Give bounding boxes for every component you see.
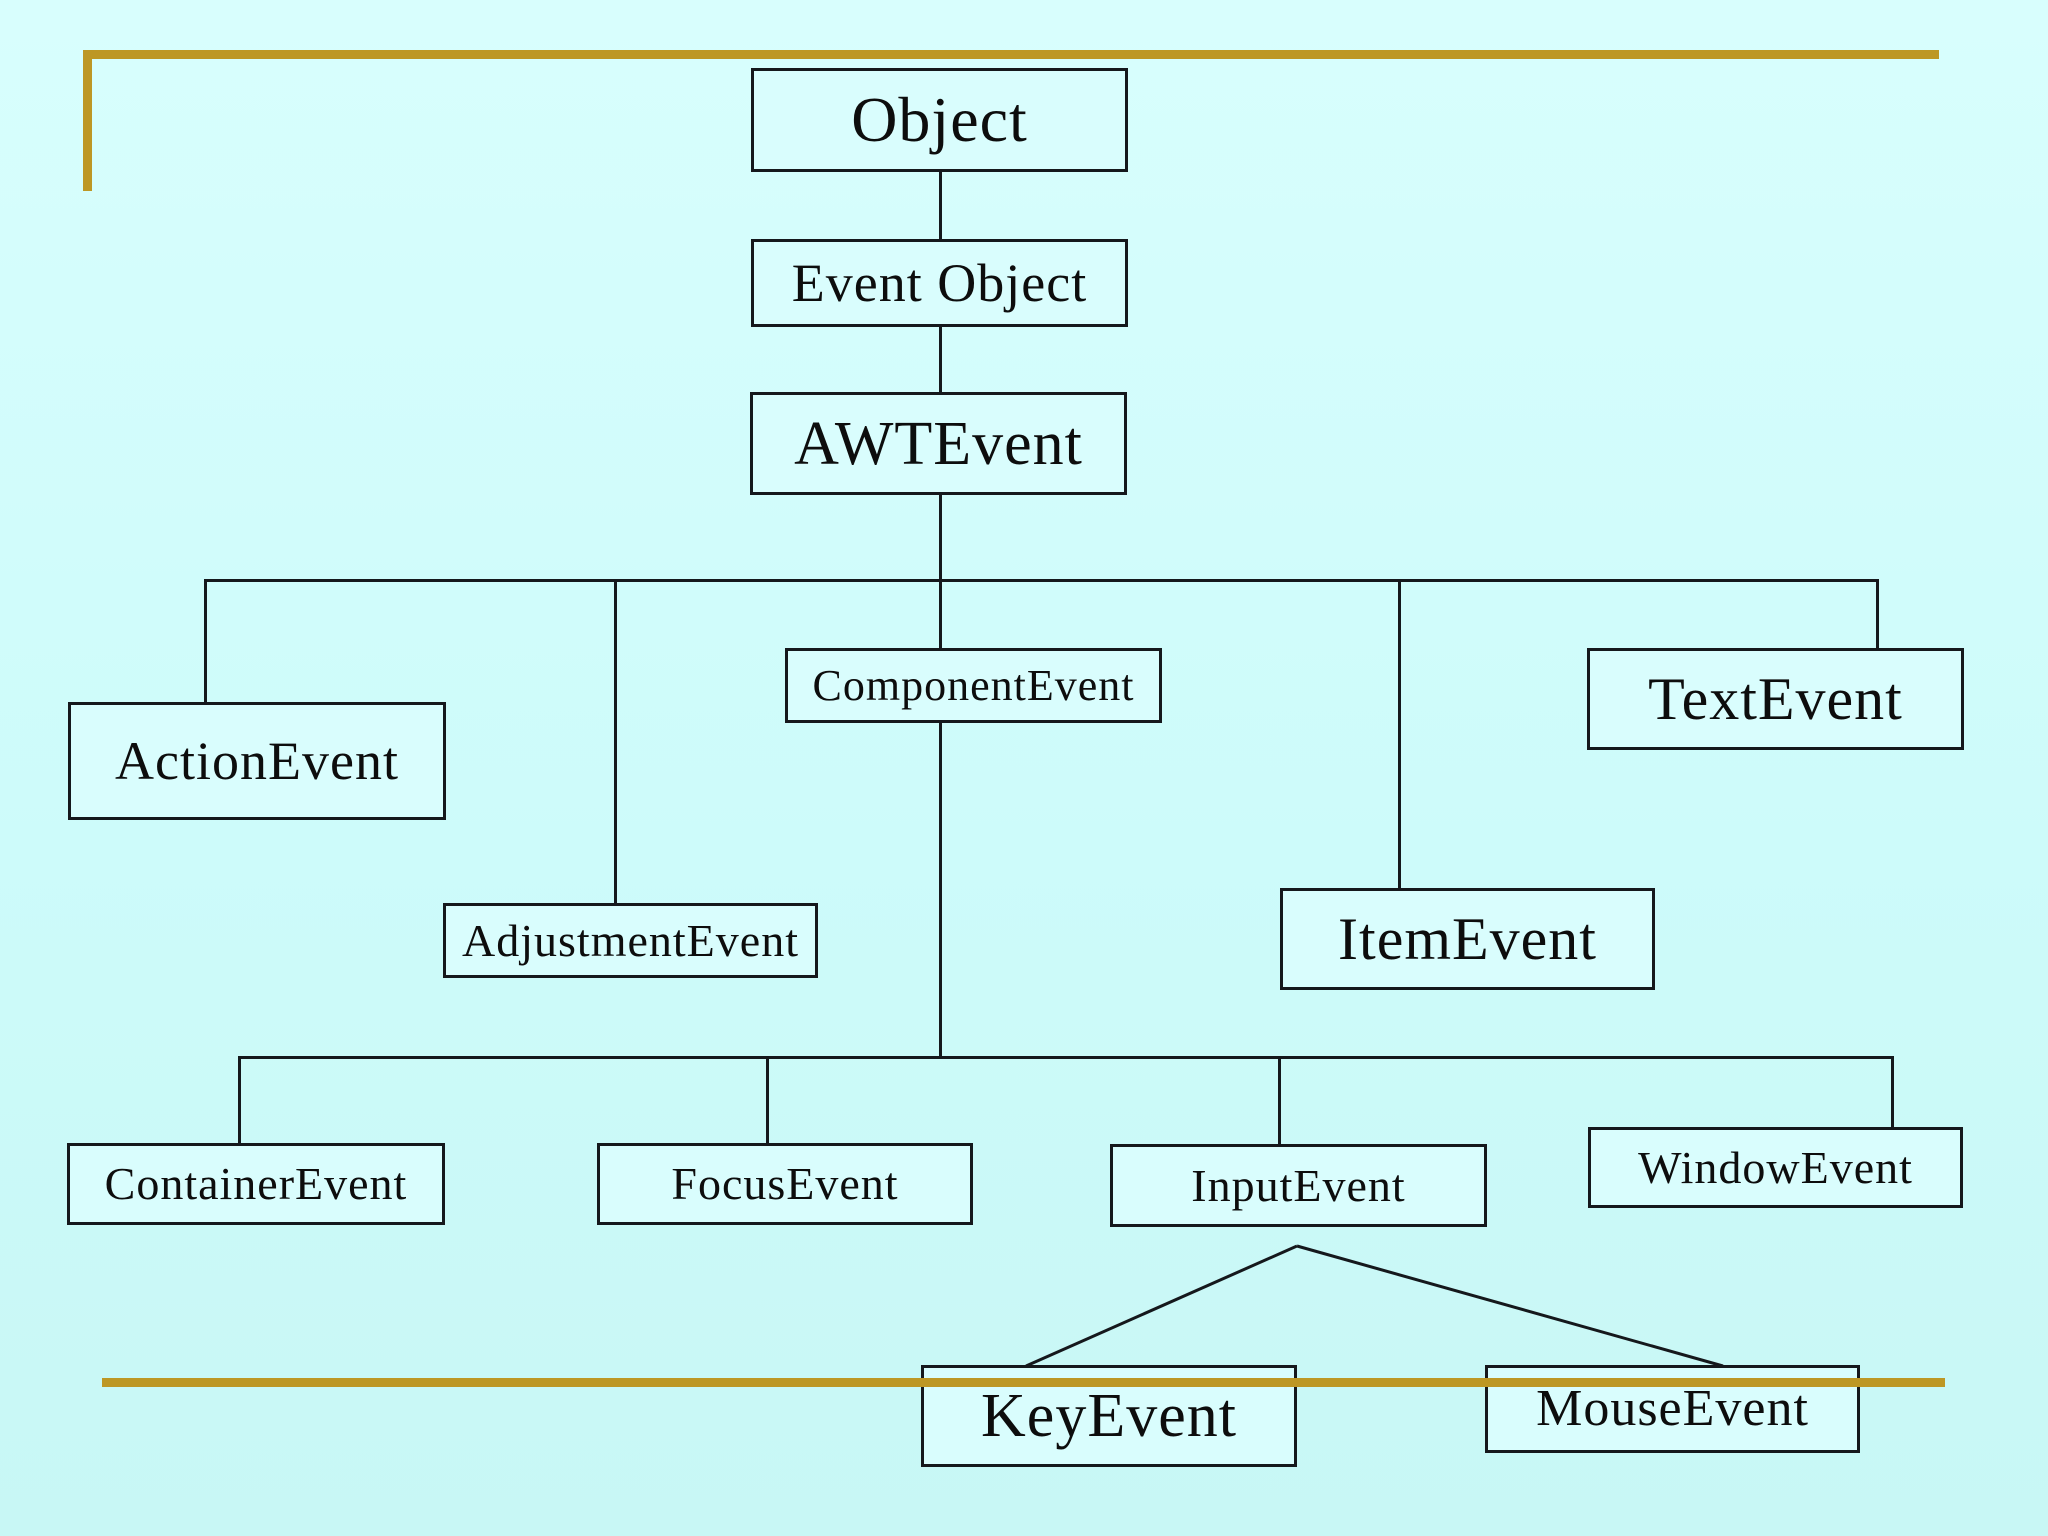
node-inputevent: InputEvent xyxy=(1110,1144,1487,1227)
node-actionevent: ActionEvent xyxy=(68,702,446,820)
connector-awtevent-branch xyxy=(939,495,942,581)
connector-branch-itemevent xyxy=(1398,579,1401,890)
node-awtevent: AWTEvent xyxy=(750,392,1127,495)
bottom-accent-line xyxy=(102,1378,1945,1387)
node-containerevent: ContainerEvent xyxy=(67,1143,445,1225)
connector-object-eventobject xyxy=(939,172,942,243)
connector-branch-textevent xyxy=(1876,579,1879,650)
node-mouseevent-label: MouseEvent xyxy=(1536,1380,1809,1437)
node-event-object-label: Event Object xyxy=(791,253,1088,313)
node-awtevent-label: AWTEvent xyxy=(794,409,1083,478)
connector-branch-componentevent xyxy=(939,579,942,650)
node-componentevent: ComponentEvent xyxy=(785,648,1162,723)
node-adjustmentevent-label: AdjustmentEvent xyxy=(462,914,799,966)
node-textevent: TextEvent xyxy=(1587,648,1964,750)
branch-line-componentevent-children xyxy=(238,1056,1894,1059)
node-object: Object xyxy=(751,68,1128,172)
top-accent-corner-line xyxy=(83,50,92,191)
node-inputevent-label: InputEvent xyxy=(1191,1159,1406,1211)
node-itemevent: ItemEvent xyxy=(1280,888,1655,990)
top-accent-line xyxy=(83,50,1939,59)
node-textevent-label: TextEvent xyxy=(1648,666,1903,732)
node-windowevent: WindowEvent xyxy=(1588,1127,1963,1208)
connector-branch-actionevent xyxy=(204,579,207,704)
node-containerevent-label: ContainerEvent xyxy=(104,1158,408,1209)
node-object-label: Object xyxy=(851,84,1028,155)
node-keyevent-label: KeyEvent xyxy=(981,1382,1237,1450)
branch-line-awtevent-children xyxy=(204,579,1879,582)
connector-componentevent-branch xyxy=(939,723,942,1058)
node-windowevent-label: WindowEvent xyxy=(1638,1141,1913,1193)
node-itemevent-label: ItemEvent xyxy=(1338,906,1597,972)
node-keyevent: KeyEvent xyxy=(921,1365,1297,1467)
connector-branch-windowevent xyxy=(1891,1056,1894,1129)
connector-inputevent-mouseevent xyxy=(1296,1244,1724,1368)
connector-branch-adjustmentevent xyxy=(614,579,617,905)
node-focusevent: FocusEvent xyxy=(597,1143,973,1225)
connector-branch-containerevent xyxy=(238,1056,241,1154)
connector-branch-inputevent xyxy=(1278,1056,1281,1146)
connector-eventobject-awtevent xyxy=(939,327,942,394)
node-actionevent-label: ActionEvent xyxy=(115,731,399,791)
node-focusevent-label: FocusEvent xyxy=(671,1158,899,1209)
node-componentevent-label: ComponentEvent xyxy=(812,660,1135,710)
node-adjustmentevent: AdjustmentEvent xyxy=(443,903,818,978)
connector-branch-focusevent xyxy=(766,1056,769,1154)
node-event-object: Event Object xyxy=(751,239,1128,327)
connector-inputevent-keyevent xyxy=(1025,1244,1298,1368)
